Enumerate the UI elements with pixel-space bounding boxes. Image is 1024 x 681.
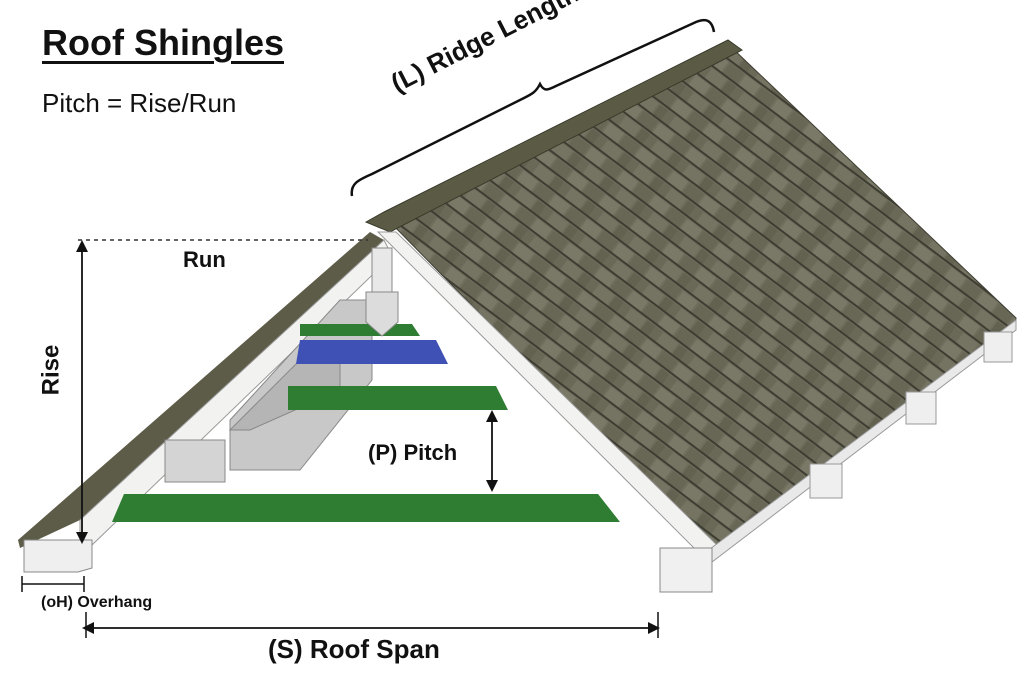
roof-span-label: (S) Roof Span (268, 634, 440, 664)
green-tie-middle (288, 386, 508, 410)
pitch-arrow-top (486, 410, 498, 422)
green-tie-bottom (112, 494, 620, 522)
hanging-bracket (164, 439, 226, 483)
pitch-arrow-bottom (486, 480, 498, 492)
ridge-cap (364, 39, 743, 233)
shingle-roof-plane (387, 45, 1017, 557)
diagram-title: Roof Shingles (42, 22, 284, 63)
ridge-length-bracket (350, 18, 716, 197)
king-post (371, 247, 393, 293)
left-slope-shingle-edge (18, 232, 384, 548)
overhang-label: (oH) Overhang (41, 594, 153, 611)
king-post-block (365, 291, 399, 337)
green-tie-upper (300, 324, 420, 336)
left-eave-post (23, 539, 93, 573)
rafter-tail (809, 463, 843, 499)
pitch-label: (P) Pitch (368, 440, 458, 465)
run-label: Run (183, 247, 226, 272)
front-right-post (659, 547, 713, 593)
rise-label: Rise (37, 344, 65, 396)
blue-collar-tie (296, 340, 448, 364)
rise-arrow-top (76, 240, 88, 252)
rise-arrow-bottom (76, 532, 88, 544)
span-arrow-left (82, 622, 94, 634)
rafter-tail (983, 331, 1013, 363)
pitch-formula: Pitch = Rise/Run (42, 88, 237, 118)
span-arrow-right (648, 622, 660, 634)
rafter-tail (905, 391, 937, 425)
